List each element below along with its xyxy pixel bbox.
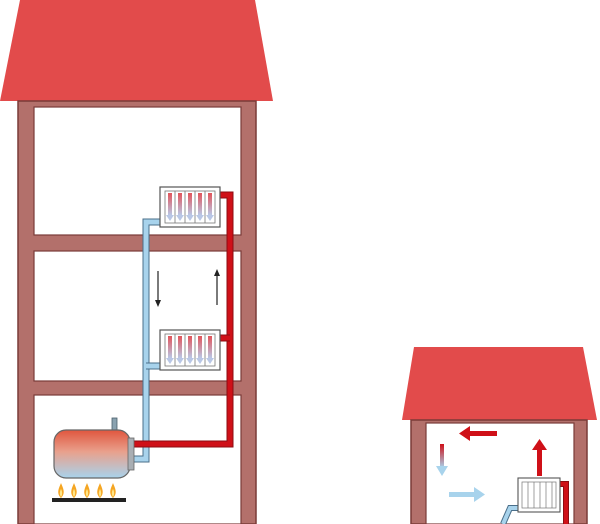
arrow-icon (436, 444, 448, 476)
arrow-icon (449, 487, 485, 502)
radiator-middle (159, 329, 221, 371)
boiler-icon (53, 417, 135, 479)
flame-icon (110, 483, 116, 498)
burner-bar (52, 498, 126, 502)
flame-icon (71, 483, 77, 498)
radiator-small (517, 477, 561, 513)
big-house-roof (0, 0, 273, 101)
flame-icon (84, 483, 90, 498)
arrow-icon (459, 426, 497, 441)
radiator-top (159, 186, 221, 228)
small-house-pipes (500, 481, 569, 524)
hot-flow-pipe (131, 191, 234, 448)
boiler (53, 417, 135, 479)
burner (52, 483, 126, 502)
cold-return-pipe (131, 218, 162, 463)
flame-icon (97, 483, 103, 498)
arrow-icon (532, 439, 547, 476)
radiator-icon (517, 477, 561, 513)
radiator-icon (159, 329, 221, 371)
flame-icon (58, 483, 64, 498)
radiator-icon (159, 186, 221, 228)
arrow-icon (155, 271, 161, 307)
arrow-icon (214, 269, 220, 305)
small-house-roof (402, 347, 597, 420)
